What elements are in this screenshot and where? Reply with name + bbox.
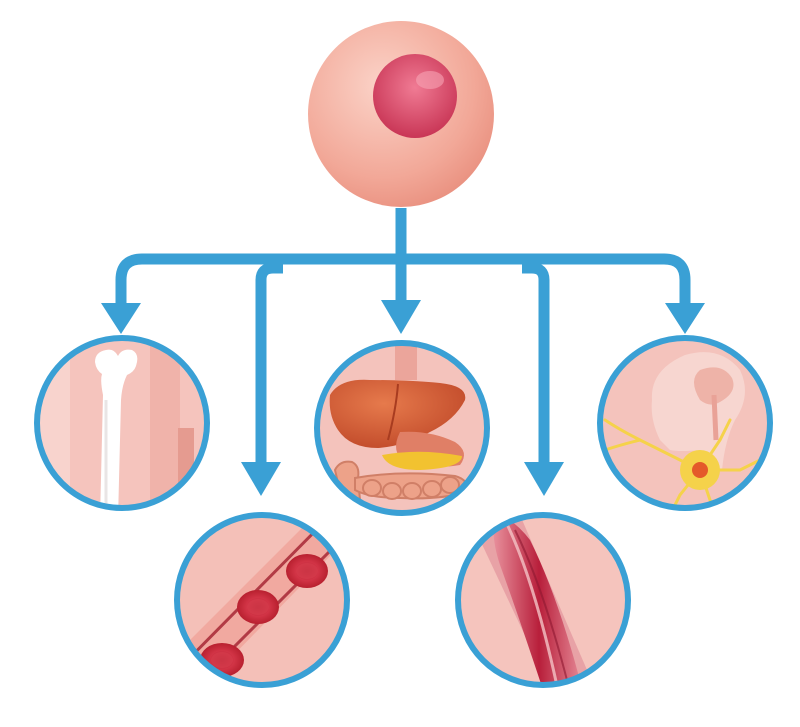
- arrow-head-bone: [101, 303, 141, 334]
- pancreas: [382, 451, 462, 470]
- nucleus-highlight: [416, 71, 444, 89]
- arrow-head-organs: [381, 300, 421, 334]
- connector-to-blood: [255, 262, 283, 462]
- nerve-cell-circle: [597, 335, 773, 511]
- muscle-cell-circle: [455, 512, 631, 688]
- connector-bar: [115, 253, 691, 305]
- femur-bone: [95, 349, 138, 508]
- connector-to-muscle: [522, 262, 550, 462]
- connector-arrows: [115, 208, 691, 462]
- arrow-heads: [101, 300, 705, 496]
- arrow-head-nerve: [665, 303, 705, 334]
- blood-cell-circle: [174, 512, 350, 688]
- arrow-head-muscle: [524, 462, 564, 496]
- digestive-organs-circle: [314, 340, 490, 516]
- bone-cell-circle: [34, 335, 210, 511]
- brain: [694, 367, 734, 405]
- arrow-head-blood: [241, 462, 281, 496]
- neuron-nucleus: [692, 462, 708, 478]
- head-silhouette: [651, 352, 745, 470]
- stem-cell: [308, 21, 494, 207]
- liver: [329, 379, 466, 448]
- red-blood-cells: [200, 554, 328, 677]
- stem-cell-nucleus: [373, 54, 457, 138]
- muscle-fiber: [480, 515, 600, 685]
